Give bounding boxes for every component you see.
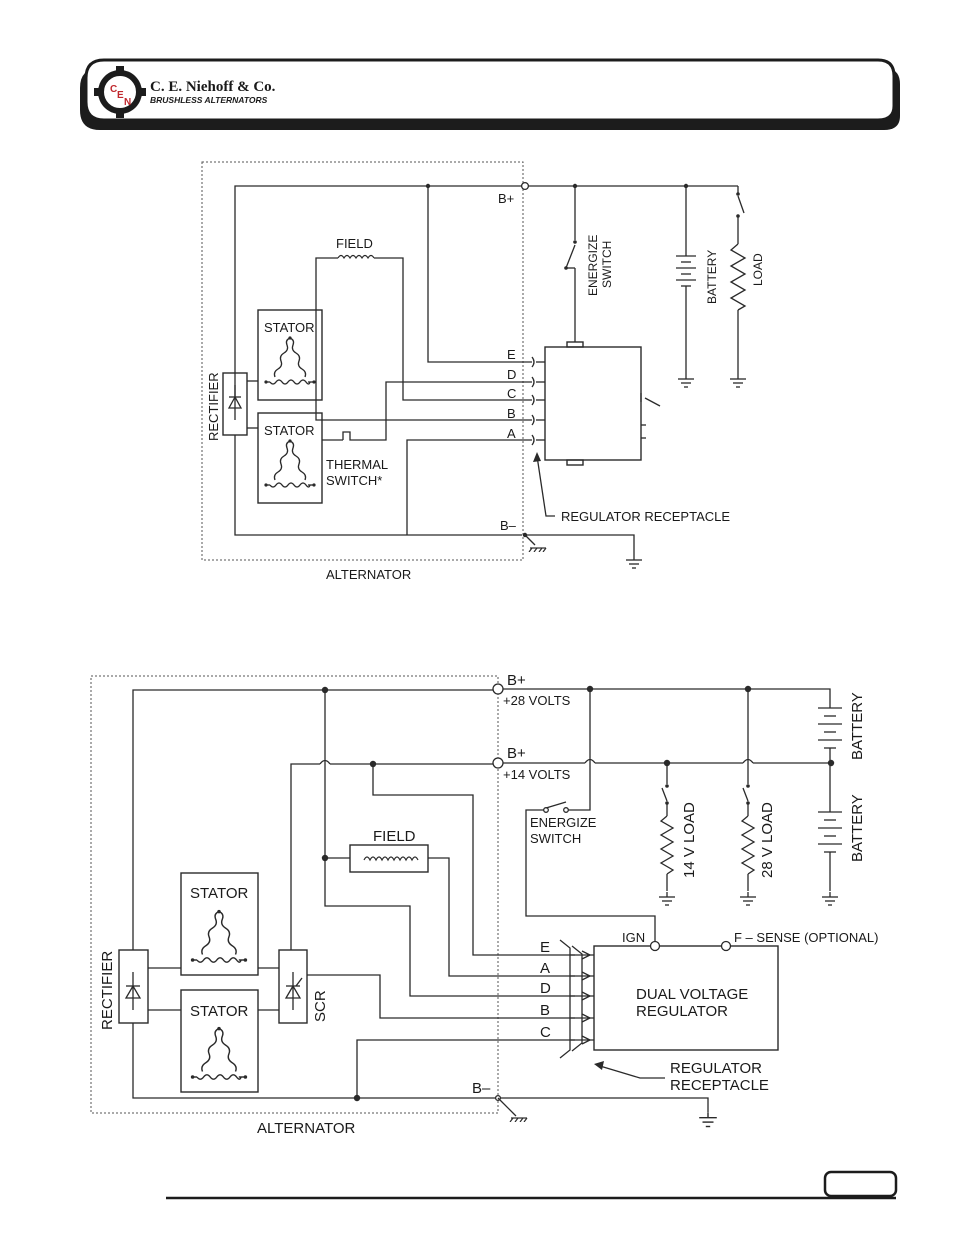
dual-voltage-regulator	[593, 945, 779, 1051]
company-tagline: BRUSHLESS ALTERNATORS	[150, 95, 268, 105]
alternator-label-2: ALTERNATOR	[257, 1120, 356, 1137]
load-1	[729, 186, 747, 388]
pin-a-label: A	[507, 426, 516, 441]
b-plus-terminal	[520, 181, 530, 191]
stator-top-2	[180, 872, 259, 976]
battery-top	[818, 707, 842, 763]
diagram-single-voltage: B+ RECTIFIER STATOR STATOR	[201, 161, 765, 582]
regulator-label-1: DUAL VOLTAGE	[636, 986, 748, 1003]
rectifier-label-2: RECTIFIER	[99, 951, 116, 1030]
logo-letter-n: N	[124, 97, 131, 108]
b-plus-14-terminal	[492, 757, 504, 769]
rectifier-2	[118, 949, 149, 1024]
energize-label-2a: ENERGIZE	[530, 815, 597, 830]
b-plus-14-label: B+	[507, 745, 526, 762]
thermal-switch	[322, 381, 532, 441]
page-header: C E N C. E. Niehoff & Co. BRUSHLESS ALTE…	[80, 58, 900, 130]
stator-bottom-label: STATOR	[264, 423, 315, 438]
alternator-boundary-2	[90, 675, 499, 1114]
battery-bottom-label: BATTERY	[849, 794, 866, 862]
pin-d-label: D	[507, 367, 516, 382]
f-sense-label: F – SENSE (OPTIONAL)	[734, 930, 878, 945]
volts-14-label: +14 VOLTS	[503, 767, 571, 782]
receptacle-label-1: REGULATOR	[670, 1060, 762, 1077]
pin-c-label: C	[507, 386, 516, 401]
regulator-receptacle-label: REGULATOR RECEPTACLE	[561, 509, 730, 524]
regulator-receptacle	[531, 356, 545, 446]
pin-e-label-2: E	[540, 939, 550, 956]
thermal-switch-label-1: THERMAL	[326, 457, 388, 472]
rectifier-label: RECTIFIER	[206, 372, 221, 441]
field-coil-2	[349, 844, 575, 977]
energize-switch-2	[525, 689, 656, 941]
load-label: LOAD	[751, 253, 765, 286]
page-number-box	[823, 1170, 898, 1198]
stator-top-label: STATOR	[264, 320, 315, 335]
energize-label-2: SWITCH	[600, 241, 614, 288]
thermal-switch-label-2: SWITCH*	[326, 473, 382, 488]
regulator-receptacle-2	[559, 939, 594, 1059]
alternator-boundary	[201, 161, 524, 561]
regulator	[544, 341, 661, 466]
ign-label: IGN	[622, 930, 645, 945]
energize-label-2b: SWITCH	[530, 831, 581, 846]
b-plus-label: B+	[498, 191, 514, 206]
stator-top-label-2: STATOR	[190, 885, 249, 902]
stator-bottom-2	[180, 989, 259, 1093]
battery-label: BATTERY	[705, 250, 719, 304]
stator-bottom	[257, 412, 323, 504]
logo-letter-e: E	[117, 90, 124, 101]
energize-switch	[564, 186, 577, 342]
alternator-label: ALTERNATOR	[326, 567, 411, 582]
volts-28-label: +28 VOLTS	[503, 693, 571, 708]
pin-d-label-2: D	[540, 980, 551, 997]
regulator-label-2: REGULATOR	[636, 1003, 728, 1020]
pin-b-label: B	[507, 406, 516, 421]
battery-bottom	[818, 763, 842, 906]
field-coil	[315, 254, 532, 421]
load-28v	[739, 689, 757, 906]
pin-e-label: E	[507, 347, 516, 362]
page-footer	[166, 1170, 898, 1200]
b-plus-28-label: B+	[507, 672, 526, 689]
load-28v-label: 28 V LOAD	[759, 802, 776, 878]
field-label: FIELD	[336, 236, 373, 251]
ign-terminal	[649, 940, 661, 952]
company-name: C. E. Niehoff & Co.	[150, 79, 276, 95]
energize-label-1: ENERGIZE	[586, 235, 600, 296]
pin-c-label-2: C	[540, 1024, 551, 1041]
load-14v	[658, 763, 676, 906]
battery-1	[676, 186, 696, 388]
pin-b-label-2: B	[540, 1002, 550, 1019]
field-label-2: FIELD	[373, 828, 416, 845]
battery-top-label: BATTERY	[849, 692, 866, 760]
stator-top	[257, 309, 323, 401]
b-minus-label-2: B–	[472, 1080, 491, 1097]
company-logo: C E N	[94, 66, 146, 118]
receptacle-label-2: RECEPTACLE	[670, 1077, 769, 1094]
f-sense-terminal	[720, 940, 732, 952]
scr-label: SCR	[312, 990, 329, 1022]
logo-letter-c: C	[110, 84, 117, 95]
stator-bottom-label-2: STATOR	[190, 1003, 249, 1020]
scr	[278, 949, 308, 1024]
load-14v-label: 14 V LOAD	[681, 802, 698, 878]
diagram-dual-voltage: B+ +28 VOLTS B+ +14 VOLTS FIELD	[90, 672, 878, 1137]
b-plus-28-terminal	[492, 683, 504, 695]
b-minus-label: B–	[500, 518, 517, 533]
pin-a-label-2: A	[540, 960, 550, 977]
